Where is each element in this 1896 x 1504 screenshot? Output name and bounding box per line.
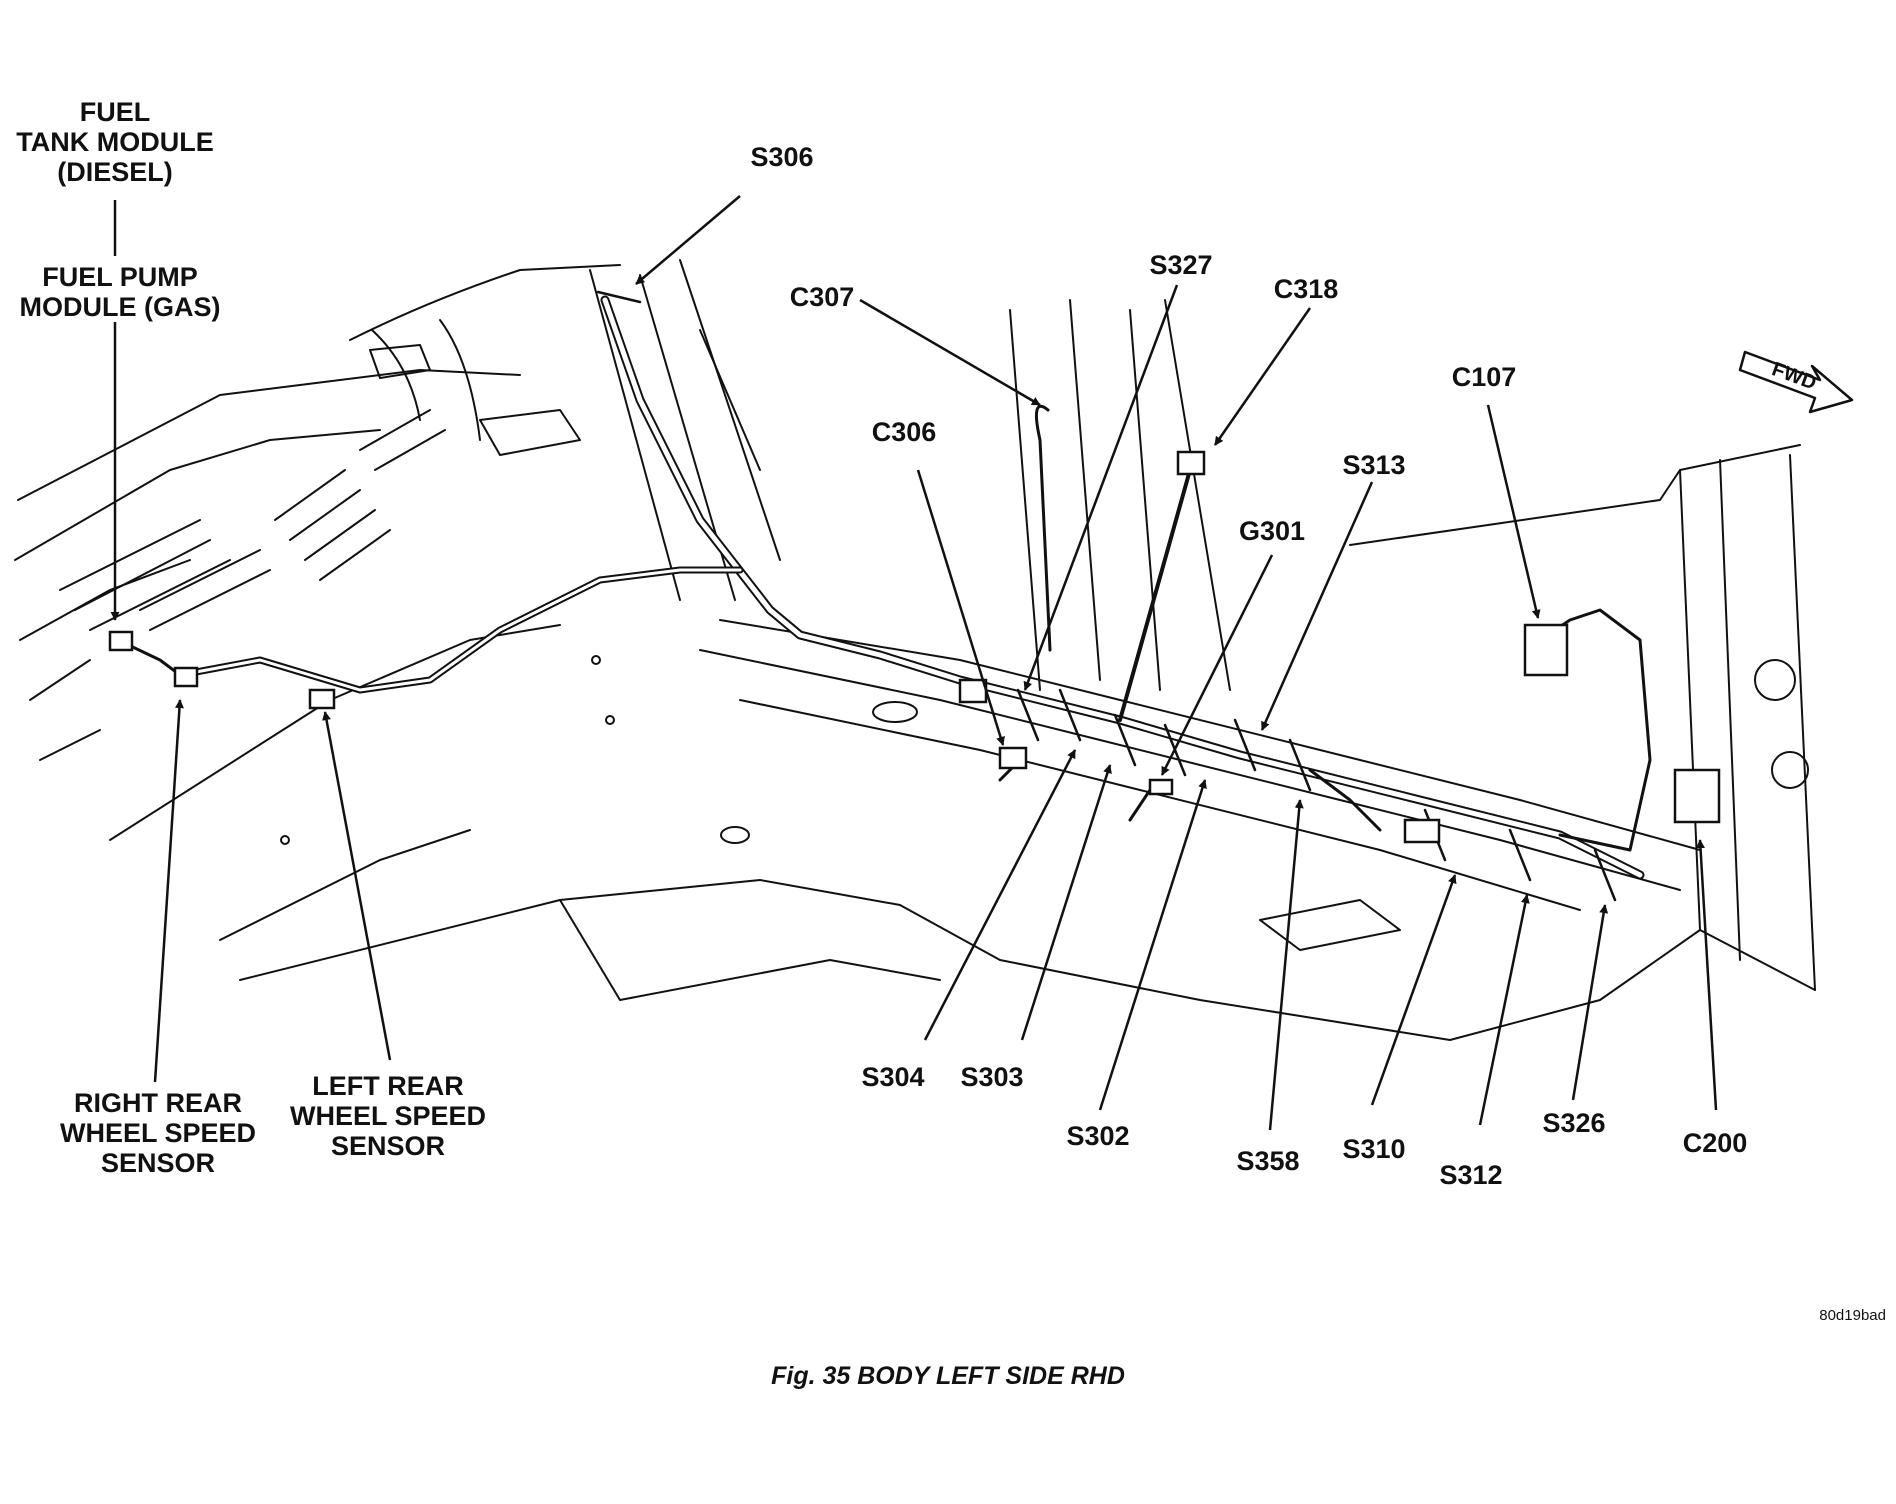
s358-label: S358 bbox=[1236, 1146, 1300, 1176]
left-rear-wss-connector bbox=[308, 688, 336, 710]
connectors bbox=[108, 450, 1721, 844]
c307-label: C307 bbox=[789, 282, 855, 312]
wiring-harness bbox=[116, 295, 1652, 880]
s312-label: S312 bbox=[1439, 1160, 1503, 1190]
c200-label: C200 bbox=[1682, 1128, 1748, 1158]
leader-lines bbox=[110, 195, 1718, 1131]
fuel-tank-module-label: FUEL TANK MODULE (DIESEL) bbox=[16, 97, 214, 187]
figure-caption: Fig. 35 BODY LEFT SIDE RHD bbox=[771, 1362, 1125, 1390]
forward-arrow-icon: FWD bbox=[1738, 350, 1854, 414]
c306-label: C306 bbox=[871, 417, 937, 447]
s310-label: S310 bbox=[1342, 1134, 1406, 1164]
splice-marks bbox=[596, 290, 1617, 902]
s313-label: S313 bbox=[1342, 450, 1406, 480]
c107-label: C107 bbox=[1451, 362, 1517, 392]
c306-connector bbox=[998, 746, 1028, 770]
g301-ground bbox=[1148, 778, 1174, 796]
s326-label: S326 bbox=[1542, 1108, 1606, 1138]
left-rear-wheel-speed-sensor-label: LEFT REAR WHEEL SPEED SENSOR bbox=[289, 1071, 487, 1161]
s302-label: S302 bbox=[1066, 1121, 1130, 1151]
image-code: 80d19bad bbox=[1819, 1307, 1886, 1324]
c318-label: C318 bbox=[1273, 274, 1339, 304]
c318-connector bbox=[1176, 450, 1206, 476]
right-rear-wss-connector bbox=[173, 666, 199, 688]
fuel-pump-module-label: FUEL PUMP MODULE (GAS) bbox=[19, 262, 221, 322]
c200-connector bbox=[1673, 768, 1721, 824]
g301-label: G301 bbox=[1238, 516, 1306, 546]
right-rear-wheel-speed-sensor-label: RIGHT REAR WHEEL SPEED SENSOR bbox=[59, 1088, 257, 1178]
fuel-module-connector bbox=[108, 630, 134, 652]
s304-label: S304 bbox=[861, 1062, 925, 1092]
c107-connector bbox=[1523, 623, 1569, 677]
s327-label: S327 bbox=[1149, 250, 1213, 280]
s306-label: S306 bbox=[750, 142, 814, 172]
s303-label: S303 bbox=[960, 1062, 1024, 1092]
